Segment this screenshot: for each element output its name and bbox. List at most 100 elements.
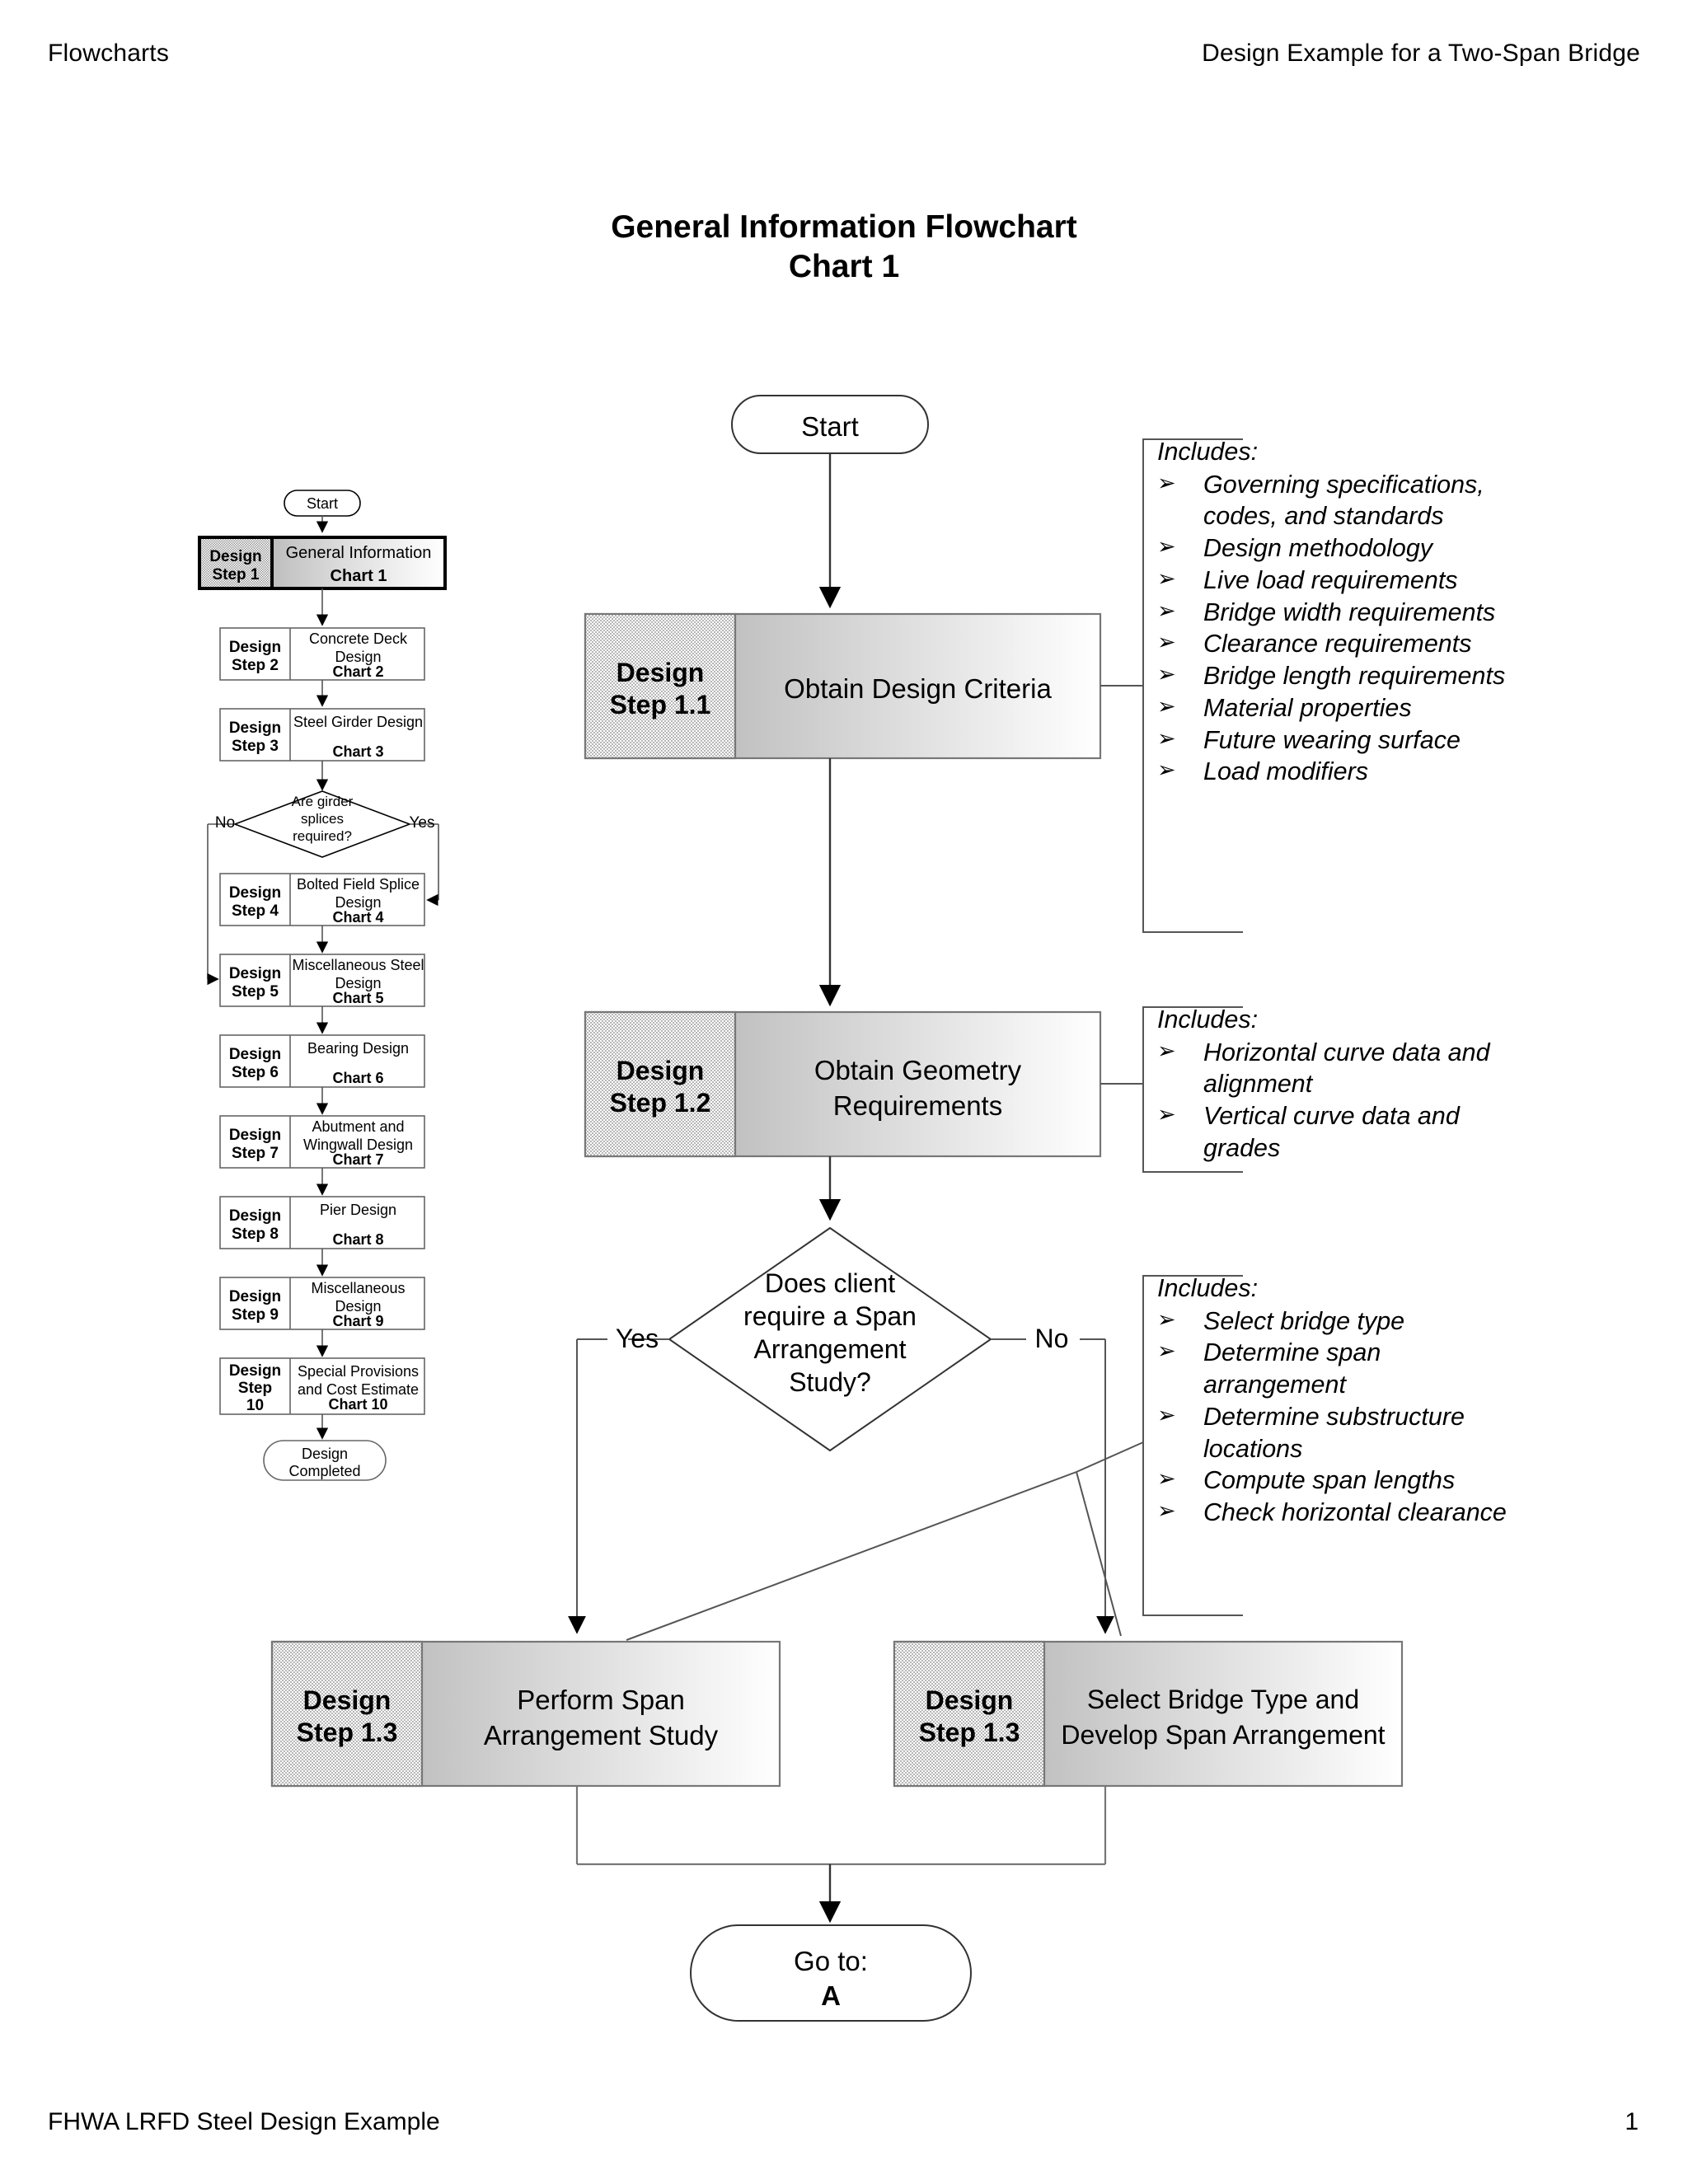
page-title-line2: Chart 1 <box>788 249 900 285</box>
sidebar-step-1-step-line1: Design <box>209 548 262 565</box>
sidebar-step-9-step-line1: Design <box>228 1288 282 1305</box>
list-item: ➢Live load requirements <box>1157 565 1512 597</box>
callout-1-item-7: Future wearing surface <box>1203 725 1461 754</box>
sidebar-step-8-step-line2: Step 8 <box>231 1226 279 1243</box>
callout-1-list: ➢ Governing specifications, codes, and st… <box>1157 469 1512 788</box>
bullet-arrow-icon: ➢ <box>1157 662 1176 687</box>
callout-3-item-1: Determine span arrangement <box>1203 1338 1381 1399</box>
callout-3-list: ➢Select bridge type ➢ Determine span arra… <box>1157 1305 1520 1529</box>
list-item: ➢ Material properties <box>1157 692 1512 724</box>
flow-goto-line1: Go to: <box>794 1946 868 1976</box>
footer-left-text: FHWA LRFD Steel Design Example <box>48 2108 440 2135</box>
sidebar-step-3-step-line2: Step 3 <box>231 738 279 755</box>
flow-step-1-2-body-line2: Requirements <box>832 1090 1003 1121</box>
bullet-arrow-icon: ➢ <box>1157 1038 1176 1063</box>
list-item: ➢Select bridge type <box>1157 1305 1520 1338</box>
list-item: ➢ Design methodology <box>1157 532 1512 565</box>
callout-3-item-3: Compute span lengths <box>1203 1466 1456 1495</box>
list-item: ➢Determine substructure locations <box>1157 1401 1520 1465</box>
sidebar-step-1-step-line2: Step 1 <box>212 566 260 583</box>
sidebar-step-6-step-line2: Step 6 <box>231 1064 279 1081</box>
sidebar-design-completed-line2: Completed <box>288 1463 361 1479</box>
callout-3-item-0: Select bridge type <box>1203 1306 1405 1335</box>
page-title-line1: General Information Flowchart <box>611 209 1077 245</box>
callout-2-list: ➢ Horizontal curve data and alignment ➢ Ve… <box>1157 1037 1512 1165</box>
page-title: General Information Flowchart Chart 1 <box>0 208 1688 288</box>
callout-3-heading: Includes: <box>1157 1274 1259 1302</box>
sidebar-step-9-title: Miscellaneous Design <box>311 1280 406 1315</box>
callout-1-item-6: Material properties <box>1203 693 1412 722</box>
header-right-text: Design Example for a Two-Span Bridge <box>1202 40 1640 67</box>
sidebar-step-7-step-line2: Step 7 <box>231 1145 279 1162</box>
sidebar-step-5-step-line2: Step 5 <box>231 983 279 1001</box>
sidebar-step-2-step-line1: Design <box>228 639 282 656</box>
sidebar-step-9-chart: Chart 9 <box>332 1313 384 1329</box>
list-item: ➢Clearance requirements <box>1157 628 1512 660</box>
sidebar-step-10-step-line2: Step <box>237 1380 273 1397</box>
callout-1-heading: Includes: <box>1157 438 1259 466</box>
flow-step-1-1-line1: Design <box>616 658 705 687</box>
sidebar-decision-line1: Are girder <box>291 794 354 809</box>
header-left-text: Flowcharts <box>48 40 170 67</box>
bullet-arrow-icon: ➢ <box>1157 725 1176 751</box>
flow-step-1-3-right-body-line2: Develop Span Arrangement <box>1061 1720 1386 1750</box>
sidebar-step-9-step-line2: Step 9 <box>231 1306 279 1324</box>
flow-step-1-3-right-body-line1: Select Bridge Type and <box>1086 1685 1360 1714</box>
sidebar-step-4-title: Bolted Field Splice Design <box>296 876 420 911</box>
callout-2-item-1: Vertical curve data and grades <box>1203 1102 1460 1162</box>
callout-3-item-2: Determine substructure locations <box>1203 1402 1465 1463</box>
callout-brackets <box>1142 438 1243 1616</box>
sidebar-decision-yes-label: Yes <box>409 814 435 832</box>
sidebar-step-6-step-line1: Design <box>228 1046 282 1063</box>
sidebar-decision-no-label: No <box>214 814 236 832</box>
sidebar-step-3-chart: Chart 3 <box>332 743 384 760</box>
bullet-arrow-icon: ➢ <box>1157 693 1176 719</box>
bullet-arrow-icon: ➢ <box>1157 1102 1176 1127</box>
callout-2-item-0: Horizontal curve data and alignment <box>1203 1038 1490 1099</box>
sidebar-step-3-title: Steel Girder Design <box>293 714 424 730</box>
sidebar-step-7-step-line1: Design <box>228 1127 282 1144</box>
list-item: ➢Governing specifications, codes, and st… <box>1157 469 1512 532</box>
callout-1-item-5: Bridge length requirements <box>1203 662 1506 691</box>
flow-step-1-2-body-line1: Obtain Geometry <box>814 1055 1022 1085</box>
callout-3-item-4: Check horizontal clearance <box>1203 1498 1507 1527</box>
bullet-arrow-icon: ➢ <box>1157 630 1176 655</box>
callout-1-item-1: Design methodology <box>1203 534 1433 563</box>
flow-step-1-3-left-line2: Step 1.3 <box>296 1718 398 1747</box>
bullet-arrow-icon: ➢ <box>1157 1466 1176 1492</box>
sidebar-step-4-chart: Chart 4 <box>332 909 384 926</box>
sidebar-step-2-chart: Chart 2 <box>332 663 384 680</box>
sidebar-step-3-step-line1: Design <box>228 719 282 737</box>
sidebar-step-2-step-line2: Step 2 <box>231 657 279 674</box>
flow-step-1-3-right-line1: Design <box>925 1685 1014 1715</box>
sidebar-start-label: Start <box>306 495 338 512</box>
sidebar-step-5-step-line1: Design <box>228 965 282 982</box>
callout-1-item-0: Governing specifications, codes, and sta… <box>1203 470 1484 531</box>
sidebar-step-4-step-line1: Design <box>228 884 282 902</box>
sidebar-step-2-title: Concrete Deck Design <box>308 630 408 665</box>
sidebar-step-5-title: Miscellaneous Steel Design <box>292 957 424 991</box>
list-item: ➢ Future wearing surface <box>1157 724 1512 757</box>
flow-step-1-3-left-body-line2: Arrangement Study <box>483 1720 719 1750</box>
bullet-arrow-icon: ➢ <box>1157 598 1176 623</box>
sidebar-step-1-chart: Chart 1 <box>330 567 387 585</box>
flow-decision-line3: Arrangement <box>753 1334 907 1364</box>
flow-start-label: Start <box>801 411 859 442</box>
sidebar-step-8-title: Pier Design <box>319 1202 397 1218</box>
sidebar-step-8-step-line1: Design <box>228 1207 282 1225</box>
flow-goto-line2: A <box>821 1980 841 2011</box>
callout-2-heading: Includes: <box>1157 1005 1259 1033</box>
main-flowchart-graphics <box>270 395 1404 2022</box>
bullet-arrow-icon: ➢ <box>1157 757 1176 783</box>
list-item: ➢Load modifiers <box>1157 756 1512 788</box>
sidebar-step-6-chart: Chart 6 <box>332 1070 384 1086</box>
list-item: ➢ Vertical curve data and grades <box>1157 1100 1512 1164</box>
callout-design-criteria: Includes: ➢ Governing specifications, cod… <box>1157 436 1512 788</box>
sidebar-step-7-title: Abutment and Wingwall Design <box>302 1118 414 1153</box>
callout-1-item-2: Live load requirements <box>1203 565 1458 594</box>
sidebar-step-10-title: Special Provisions and Cost Estimate <box>297 1363 420 1398</box>
flow-decision-yes-label: Yes <box>615 1324 659 1353</box>
sidebar-step-7-chart: Chart 7 <box>332 1151 384 1168</box>
bullet-arrow-icon: ➢ <box>1157 534 1176 560</box>
